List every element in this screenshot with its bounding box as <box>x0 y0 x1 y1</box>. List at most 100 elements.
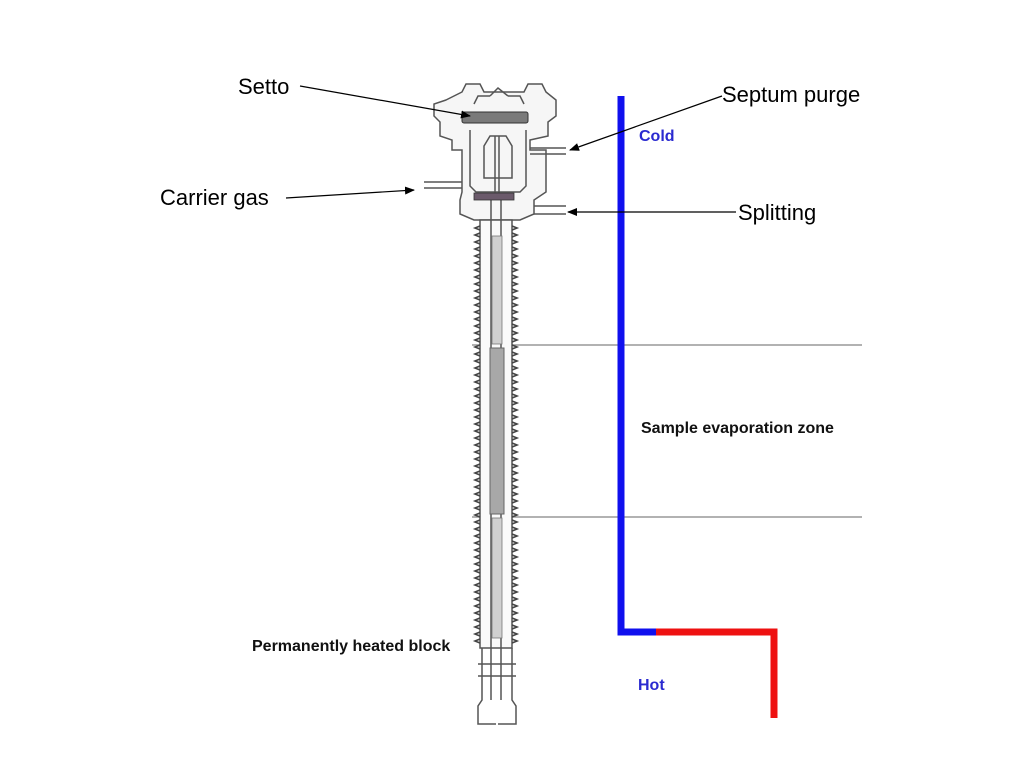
fin <box>511 302 520 308</box>
fin <box>511 519 520 525</box>
fin <box>472 358 481 364</box>
liner-upper <box>491 235 503 345</box>
fin <box>511 372 520 378</box>
fin <box>511 603 520 609</box>
fin <box>511 337 520 343</box>
fin <box>511 512 520 518</box>
fin <box>472 603 481 609</box>
hot-temperature-line <box>656 628 778 718</box>
fin <box>511 358 520 364</box>
fin <box>511 498 520 504</box>
fin <box>511 631 520 637</box>
permanently-heated-block-label: Permanently heated block <box>252 638 450 655</box>
fin <box>472 540 481 546</box>
fin <box>472 400 481 406</box>
fin <box>511 400 520 406</box>
fin <box>472 617 481 623</box>
fin <box>511 463 520 469</box>
fin <box>511 246 520 252</box>
fin <box>511 554 520 560</box>
fin <box>472 610 481 616</box>
splitting-label: Splitting <box>738 200 816 225</box>
fin <box>472 442 481 448</box>
seal-ring <box>473 192 515 201</box>
fin <box>511 596 520 602</box>
fin <box>472 589 481 595</box>
fin <box>511 638 520 644</box>
septum-purge-label: Septum purge <box>722 82 860 107</box>
fin <box>511 365 520 371</box>
fin <box>472 435 481 441</box>
fin <box>511 351 520 357</box>
fin <box>472 568 481 574</box>
fin <box>472 253 481 259</box>
fin <box>511 575 520 581</box>
fin <box>472 575 481 581</box>
fin <box>472 232 481 238</box>
fin <box>511 617 520 623</box>
fin <box>472 631 481 637</box>
fin <box>511 309 520 315</box>
fin <box>472 393 481 399</box>
cold-temperature-line <box>617 96 658 636</box>
fin <box>472 246 481 252</box>
fin <box>472 449 481 455</box>
fin <box>472 547 481 553</box>
fin <box>472 484 481 490</box>
heating-fins <box>472 225 520 644</box>
fin <box>511 253 520 259</box>
fin <box>472 526 481 532</box>
carrier-gas-pointer <box>285 186 415 199</box>
fin <box>472 624 481 630</box>
fin <box>511 470 520 476</box>
fin <box>472 498 481 504</box>
fin <box>472 477 481 483</box>
fin <box>511 435 520 441</box>
fin <box>472 337 481 343</box>
setto-pointer <box>299 85 471 119</box>
fin <box>472 323 481 329</box>
cold-label: Cold <box>639 128 675 145</box>
fin <box>511 456 520 462</box>
fin <box>511 414 520 420</box>
fin <box>472 561 481 567</box>
fin <box>511 561 520 567</box>
sample-evaporation-zone-label: Sample evaporation zone <box>641 420 834 437</box>
fin <box>511 344 520 350</box>
fin <box>472 225 481 231</box>
septum <box>461 111 529 124</box>
fin <box>511 288 520 294</box>
fin <box>472 330 481 336</box>
fin <box>511 260 520 266</box>
fin <box>472 456 481 462</box>
fin <box>472 295 481 301</box>
fin <box>472 288 481 294</box>
fin <box>472 365 481 371</box>
fin <box>472 554 481 560</box>
fin <box>472 344 481 350</box>
fin <box>511 547 520 553</box>
fin <box>472 463 481 469</box>
fin <box>472 386 481 392</box>
fin <box>472 379 481 385</box>
setto-label: Setto <box>238 74 289 99</box>
fin <box>472 407 481 413</box>
liner <box>489 347 505 515</box>
fin <box>511 589 520 595</box>
fin <box>472 351 481 357</box>
fin <box>511 386 520 392</box>
gas-tubes <box>424 147 566 215</box>
fin <box>511 477 520 483</box>
fin <box>472 596 481 602</box>
fin <box>472 316 481 322</box>
fin <box>472 582 481 588</box>
fin <box>472 421 481 427</box>
fin <box>511 526 520 532</box>
fin <box>472 372 481 378</box>
fin <box>511 428 520 434</box>
fin <box>472 512 481 518</box>
fin <box>511 421 520 427</box>
fin <box>511 484 520 490</box>
fin <box>511 540 520 546</box>
